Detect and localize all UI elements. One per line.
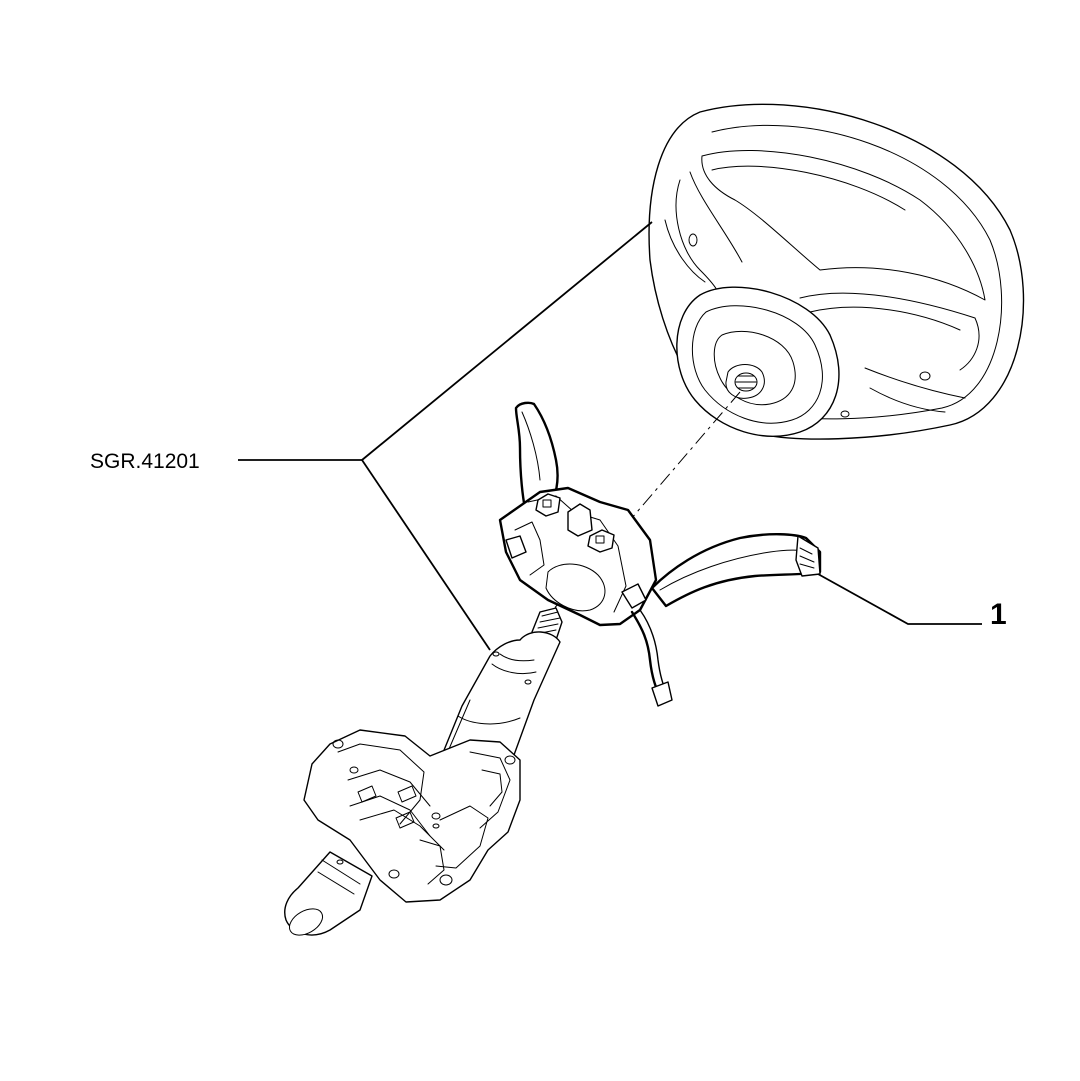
ref-leader-to-wheel bbox=[361, 221, 653, 461]
leader-lines bbox=[238, 221, 982, 651]
item-number-label: 1 bbox=[990, 598, 1007, 631]
item-1-leader bbox=[817, 573, 982, 625]
ref-leader-to-column bbox=[361, 459, 491, 651]
assembly-ref-label: SGR.41201 bbox=[90, 450, 200, 473]
steering-column-switch bbox=[498, 401, 822, 707]
steering-column bbox=[284, 607, 563, 936]
steering-wheel bbox=[648, 103, 1025, 440]
